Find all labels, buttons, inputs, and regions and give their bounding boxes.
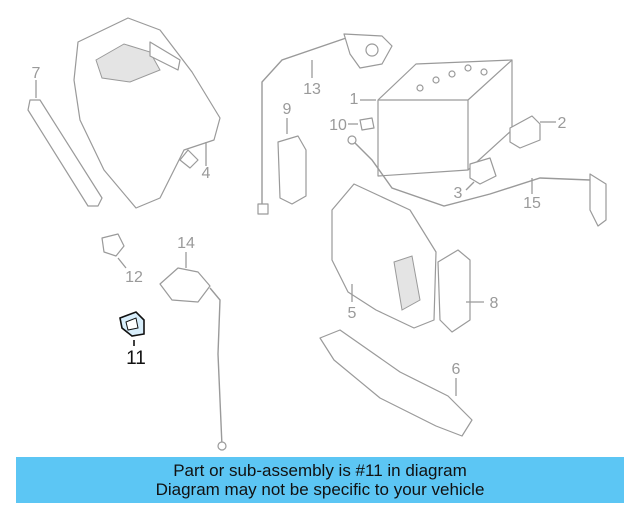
part-4-housing xyxy=(73,17,221,209)
part-9-plate xyxy=(277,118,307,205)
banner-line-2: Diagram may not be specific to your vehi… xyxy=(155,480,485,499)
part-8-bracket xyxy=(437,249,484,333)
callout-10: 10 xyxy=(329,117,347,134)
callout-3: 3 xyxy=(454,185,463,202)
part-2-bracket xyxy=(509,115,556,149)
callout-5: 5 xyxy=(348,305,357,322)
callout-11: 11 xyxy=(126,348,146,369)
part-12-clip xyxy=(101,233,127,269)
callout-12: 12 xyxy=(125,269,143,286)
part-6-rail xyxy=(319,329,473,437)
part-10-bolt xyxy=(347,117,591,207)
part-14-hinge xyxy=(159,252,227,451)
part-7-strip xyxy=(27,80,103,207)
parts-diagram: 7 4 13 9 1 10 2 3 15 12 14 5 8 6 11 xyxy=(27,17,607,451)
callout-9: 9 xyxy=(283,101,292,118)
part-5-panel xyxy=(331,183,437,329)
part-15-cable xyxy=(531,173,607,227)
callout-4: 4 xyxy=(202,165,211,182)
callout-7: 7 xyxy=(32,65,41,82)
callout-13: 13 xyxy=(303,81,321,98)
callout-15: 15 xyxy=(523,195,541,212)
part-11-highlighted xyxy=(119,311,145,346)
callout-2: 2 xyxy=(558,115,567,132)
callout-1: 1 xyxy=(350,91,359,108)
banner-line-1: Part or sub-assembly is #11 in diagram xyxy=(173,461,467,480)
info-banner: Part or sub-assembly is #11 in diagram D… xyxy=(16,457,624,503)
callout-6: 6 xyxy=(452,361,461,378)
callout-14: 14 xyxy=(177,235,195,252)
part-13-rod xyxy=(257,33,393,215)
part-3-clamp xyxy=(465,157,497,191)
callout-8: 8 xyxy=(490,295,499,312)
